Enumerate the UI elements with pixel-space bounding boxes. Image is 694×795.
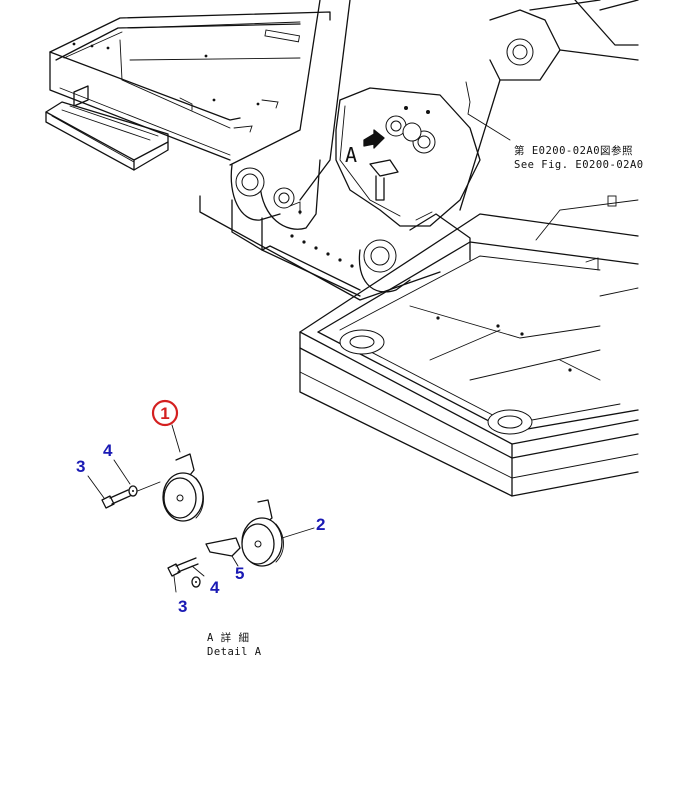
callout-5-label: 5 xyxy=(235,564,244,583)
upper-frame-deck xyxy=(49,11,331,161)
callout-4-lower: 4 xyxy=(210,578,220,597)
bracket-5 xyxy=(205,537,241,567)
callout-5: 5 xyxy=(235,564,244,583)
callout-3-upper: 3 xyxy=(76,457,105,499)
detail-label-en: Detail A xyxy=(207,646,262,658)
horn-2 xyxy=(241,499,315,567)
reference-note: 第 E0200-02A0図参照 See Fig. E0200-02A0 xyxy=(465,81,644,171)
reference-note-en: See Fig. E0200-02A0 xyxy=(514,159,644,171)
horn-1 xyxy=(162,453,204,522)
step-assembly xyxy=(45,85,169,171)
callout-1-label: 1 xyxy=(160,404,169,423)
callout-4-lower-label: 4 xyxy=(210,578,220,597)
reference-note-jp: 第 E0200-02A0図参照 xyxy=(514,144,633,157)
washer-4-upper xyxy=(128,485,138,497)
bolt-3-lower xyxy=(167,557,199,593)
rear-frame xyxy=(299,195,639,497)
detail-label-jp: A 詳 細 xyxy=(207,631,249,644)
callout-3-lower-label: 3 xyxy=(178,597,187,616)
callout-3-upper-label: 3 xyxy=(76,457,85,476)
callout-2: 2 xyxy=(316,515,325,534)
callout-2-label: 2 xyxy=(316,515,325,534)
callout-4-upper-label: 4 xyxy=(103,441,113,460)
detail-label: A 詳 細 Detail A xyxy=(207,631,262,658)
callout-4-upper: 4 xyxy=(103,441,131,485)
washer-4-lower xyxy=(191,565,205,588)
boom-bracket: A xyxy=(199,0,639,301)
callout-1: 1 xyxy=(151,399,181,453)
callout-3-lower: 3 xyxy=(178,597,187,616)
view-letter: A xyxy=(345,143,358,167)
